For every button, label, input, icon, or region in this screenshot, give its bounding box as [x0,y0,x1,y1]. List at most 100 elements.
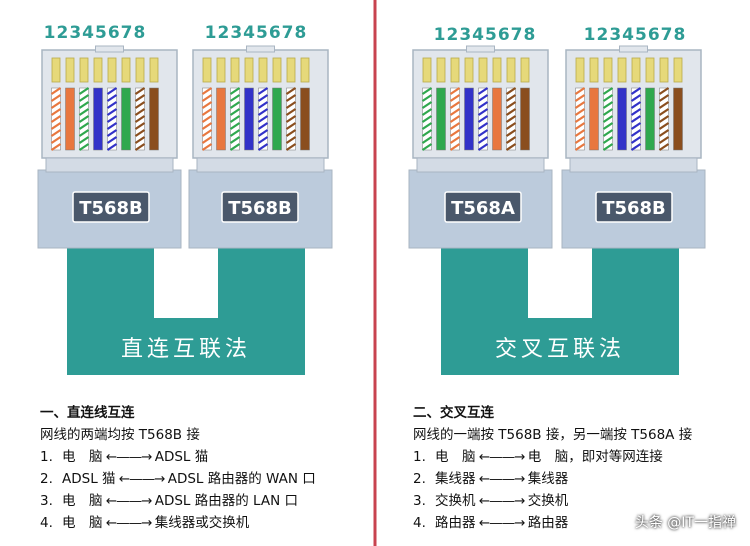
pin-3 [603,57,613,83]
pin-4 [617,57,627,83]
row-arrow: ←——→ [102,515,155,531]
wire-2 [65,87,75,151]
row-to: 交换机 [527,493,569,509]
wire-4 [464,87,474,151]
plug-label-right-2: T568B [595,191,673,223]
left-section-title: 一、直连线互连 [40,405,135,421]
pin-5 [631,57,641,83]
row-arrow: ←——→ [115,471,168,487]
row-from: 交换机 [435,493,476,509]
pin-7 [286,57,296,83]
pin-6 [121,57,131,83]
wire-8 [673,87,683,151]
right-section-title: 二、交叉互连 [413,405,494,421]
svg-text:T568A: T568A [451,198,515,219]
row-from: 电 脑 [62,449,103,465]
pin-3 [450,57,460,83]
pin-7 [659,57,669,83]
row-num: 3. [413,493,426,509]
row-to: ADSL 猫 [154,449,209,465]
right-cable [441,248,679,375]
row-num: 2. [413,471,426,487]
row-num: 3. [40,493,53,509]
row-from: 集线器 [435,471,476,487]
list-item: 4. 电 脑 ←——→ 集线器或交换机 [40,512,316,534]
plug-label-right-1: T568A [444,191,522,223]
pin-4 [464,57,474,83]
pin-2 [436,57,446,83]
pin-6 [272,57,282,83]
pin-8 [300,57,310,83]
pin-8 [673,57,683,83]
pin-6 [645,57,655,83]
row-arrow: ←——→ [475,471,528,487]
wire-2 [436,87,446,151]
row-from: ADSL 猫 [62,471,116,487]
watermark: 头条 @IT一指禅 [634,515,736,531]
plug-left-2 [188,45,333,249]
svg-text:T568B: T568B [79,198,143,219]
wire-2 [216,87,226,151]
pin-1 [575,57,585,83]
right-cable-label: 交叉互联法 [495,337,625,362]
pin-5 [478,57,488,83]
wire-4 [244,87,254,151]
pin-8 [149,57,159,83]
row-to: ADSL 路由器的 LAN 口 [154,493,298,509]
row-num: 1. [40,449,53,465]
pin-numbers-right-1: 12345678 [434,25,537,45]
row-from: 路由器 [435,515,476,531]
plug-label-left-2: T568B [221,191,299,223]
wire-6 [272,87,282,151]
row-arrow: ←——→ [102,493,155,509]
plug-right-2 [561,45,706,249]
pin-1 [202,57,212,83]
pin-2 [589,57,599,83]
row-to: ADSL 路由器的 WAN 口 [167,471,316,487]
pin-4 [244,57,254,83]
pin-5 [258,57,268,83]
wire-4 [93,87,103,151]
wire-6 [645,87,655,151]
pin-8 [520,57,530,83]
wire-8 [149,87,159,151]
wire-2 [589,87,599,151]
wire-6 [121,87,131,151]
list-item: 1. 电 脑 ←——→ ADSL 猫 [40,446,316,468]
list-item: 4.路由器 ←——→ 路由器 [413,512,692,534]
row-num: 4. [40,515,53,531]
right-description: 二、交叉互连 网线的一端按 T568B 接，另一端按 T568A 接 1.电 脑… [413,402,692,534]
row-to: 路由器 [527,515,569,531]
pin-numbers-left-1: 12345678 [44,23,147,43]
row-arrow: ←——→ [102,449,155,465]
plug-left-1 [37,45,182,249]
row-to: 电 脑，即对等网连接 [527,449,663,465]
pin-6 [492,57,502,83]
row-num: 2. [40,471,53,487]
plug-label-left-1: T568B [72,191,150,223]
svg-text:T568B: T568B [228,198,292,219]
pin-5 [107,57,117,83]
row-arrow: ←——→ [475,449,528,465]
pin-3 [79,57,89,83]
row-from: 电 脑 [62,493,103,509]
row-from: 电 脑 [62,515,103,531]
pin-numbers-right-2: 12345678 [584,25,687,45]
pin-2 [216,57,226,83]
wire-8 [300,87,310,151]
pin-2 [65,57,75,83]
pin-1 [422,57,432,83]
pin-1 [51,57,61,83]
wire-6 [492,87,502,151]
wire-4 [617,87,627,151]
pin-3 [230,57,240,83]
pin-7 [135,57,145,83]
right-section-desc: 网线的一端按 T568B 接，另一端按 T568A 接 [413,427,693,443]
left-rows: 1. 电 脑 ←——→ ADSL 猫 2. ADSL 猫 ←——→ ADSL 路由器的… [40,446,316,534]
row-num: 4. [413,515,426,531]
left-section-desc: 网线的两端均按 T568B 接 [40,427,200,443]
list-item: 3.交换机 ←——→ 交换机 [413,490,692,512]
pin-numbers-left-2: 12345678 [205,23,308,43]
row-to: 集线器或交换机 [154,515,250,531]
